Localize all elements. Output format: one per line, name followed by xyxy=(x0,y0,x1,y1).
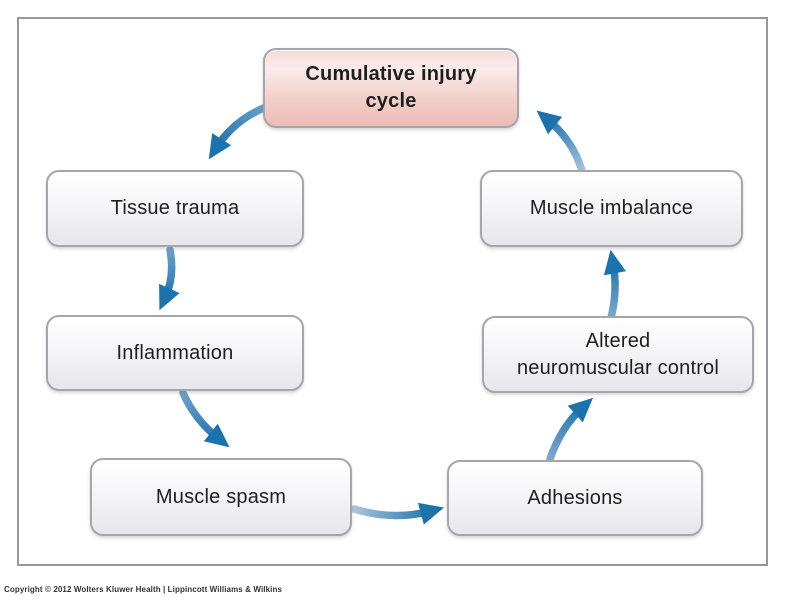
node-label: Muscle imbalance xyxy=(529,197,694,219)
node-muscle-spasm: Muscle spasm xyxy=(90,458,352,536)
node-muscle-imbalance: Muscle imbalance xyxy=(480,170,743,247)
node-cumulative-injury-cycle: Cumulative injury cycle xyxy=(263,48,519,128)
node-label: Adhesions xyxy=(527,486,623,509)
node-adhesions: Adhesions xyxy=(447,460,703,536)
node-tissue-trauma: Tissue trauma xyxy=(46,170,304,247)
node-label: Cumulative injury cycle xyxy=(305,63,477,112)
node-inflammation: Inflammation xyxy=(46,315,304,391)
node-label: Muscle spasm xyxy=(155,485,287,508)
copyright-text: Copyright © 2012 Wolters Kluwer Health |… xyxy=(4,585,282,594)
node-altered-neuromuscular-control: Altered neuromuscular control xyxy=(482,316,754,393)
node-label: Tissue trauma xyxy=(110,197,240,219)
node-label: Altered neuromuscular control xyxy=(516,329,720,379)
node-label: Inflammation xyxy=(116,341,234,364)
